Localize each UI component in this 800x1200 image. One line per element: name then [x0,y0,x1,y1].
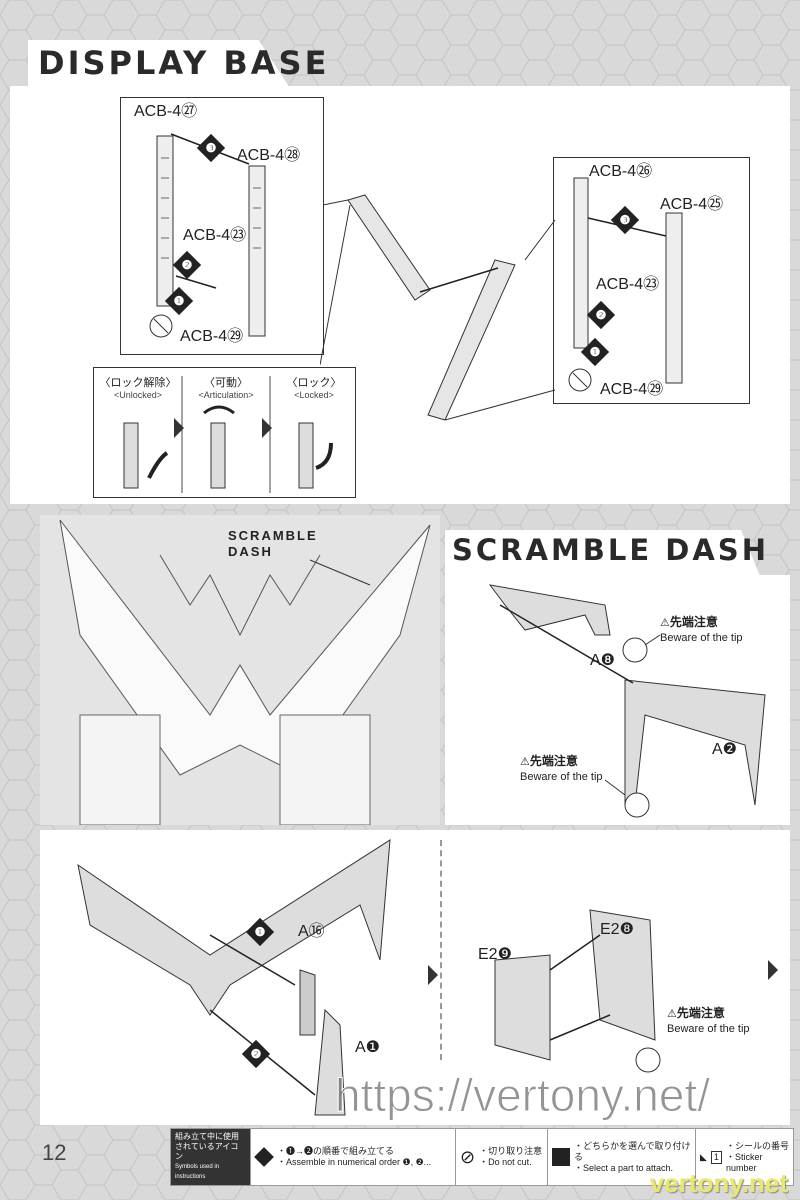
base-arm-illustration-right [568,177,683,392]
part-label-acb4-29-right: ACB-4㉙ [600,381,664,398]
watermark-url: https://vertony.net/ [334,1069,711,1122]
legend-sticker-jp: ・シールの番号 [725,1140,789,1151]
robot-illustration [40,515,440,825]
part-label-acb4-26: ACB-4㉖ [589,163,653,180]
display-base-title-tab [28,40,290,88]
legend-cut-en: ・Do not cut. [479,1157,532,1167]
panel-divider [440,840,442,1060]
part-label-a1: A❶ [355,1039,381,1056]
part-label-a16: A⑯ [298,923,325,940]
do-not-cut-icon: ⊘ [460,1146,476,1167]
left-assembly-box [120,97,324,355]
step-order-icon [254,1147,274,1167]
step-3-marker: ❸ [196,133,226,163]
wing-full-illustration [77,839,438,1116]
wing-assembly-illustration [488,584,766,818]
step-2-marker: ❷ [172,250,202,280]
step-3-marker-right: ❸ [610,205,640,235]
step-1-marker-assembly: ❶ [245,917,275,947]
legend-select-en: ・Select a part to attach. [574,1162,674,1173]
part-label-acb4-27: ACB-4㉗ [134,103,198,120]
assembled-base-illustration [320,194,556,421]
symbols-legend: 組み立て中に使用されているアイコン Symbols used in instru… [170,1128,794,1186]
page-number: 12 [42,1140,67,1165]
assembly-panel [40,830,790,1125]
sticker-number-box: 1 [710,1150,722,1164]
legend-select-jp: ・どちらかを選んで取り付ける [574,1140,691,1162]
legend-order-en: ・Assemble in numerical order ❶, ❷... [277,1157,432,1167]
part-label-e2-8: E2❽ [600,921,634,938]
part-label-acb4-25: ACB-4㉕ [660,196,724,213]
step-2-marker-assembly: ❷ [241,1039,271,1069]
legend-order-jp: ・❶→❷の順番で組み立てる [277,1146,395,1156]
lock-state-unlocked-jp: 〈ロック解除〉 [99,377,177,389]
base-arm-illustration [149,133,266,338]
lock-state-locked-en: <Locked> [294,390,334,400]
step-1-marker-right: ❶ [580,337,610,367]
sticker-icon: ◣ [700,1151,707,1162]
legend-cut-jp: ・切り取り注意 [479,1146,543,1156]
part-label-a8: A❽ [590,652,616,669]
part-label-e2-9: E2❾ [478,946,512,963]
legend-title-en: Symbols used in instructions [175,1164,220,1180]
scramble-dash-callout: SCRAMBLE DASH [228,528,318,559]
lock-states-box: 〈ロック解除〉<Unlocked> 〈可動〉<Articulation> 〈ロッ… [93,367,356,498]
right-assembly-box [553,157,750,404]
legend-title-jp: 組み立て中に使用されているアイコン [175,1132,239,1161]
part-label-a2: A❷ [712,741,738,758]
scramble-dash-title-tab [445,530,760,576]
part-label-acb4-23: ACB-4㉓ [183,227,247,244]
lock-state-unlocked-en: <Unlocked> [113,390,163,400]
watermark-brand: vertony.net [649,1168,788,1198]
part-label-acb4-29: ACB-4㉙ [180,328,244,345]
lock-state-articulation-en: <Articulation> [198,390,254,400]
part-label-acb4-23-right: ACB-4㉓ [596,276,660,293]
lock-state-articulation-jp: 〈可動〉 [204,377,248,389]
e2-assembly-illustration [494,909,778,1073]
lock-state-locked-jp: 〈ロック〉 [286,377,342,389]
step-2-marker-right: ❷ [586,300,616,330]
legend-sticker-en: ・Sticker number [725,1151,763,1173]
select-part-icon [552,1148,570,1166]
scramble-dash-title: SCRAMBLE DASH [452,533,769,567]
part-label-acb4-28: ACB-4㉘ [237,147,301,164]
step-1-marker: ❶ [164,286,194,316]
lock-illustration [123,376,333,493]
display-base-title: DISPLAY BASE [38,44,330,82]
